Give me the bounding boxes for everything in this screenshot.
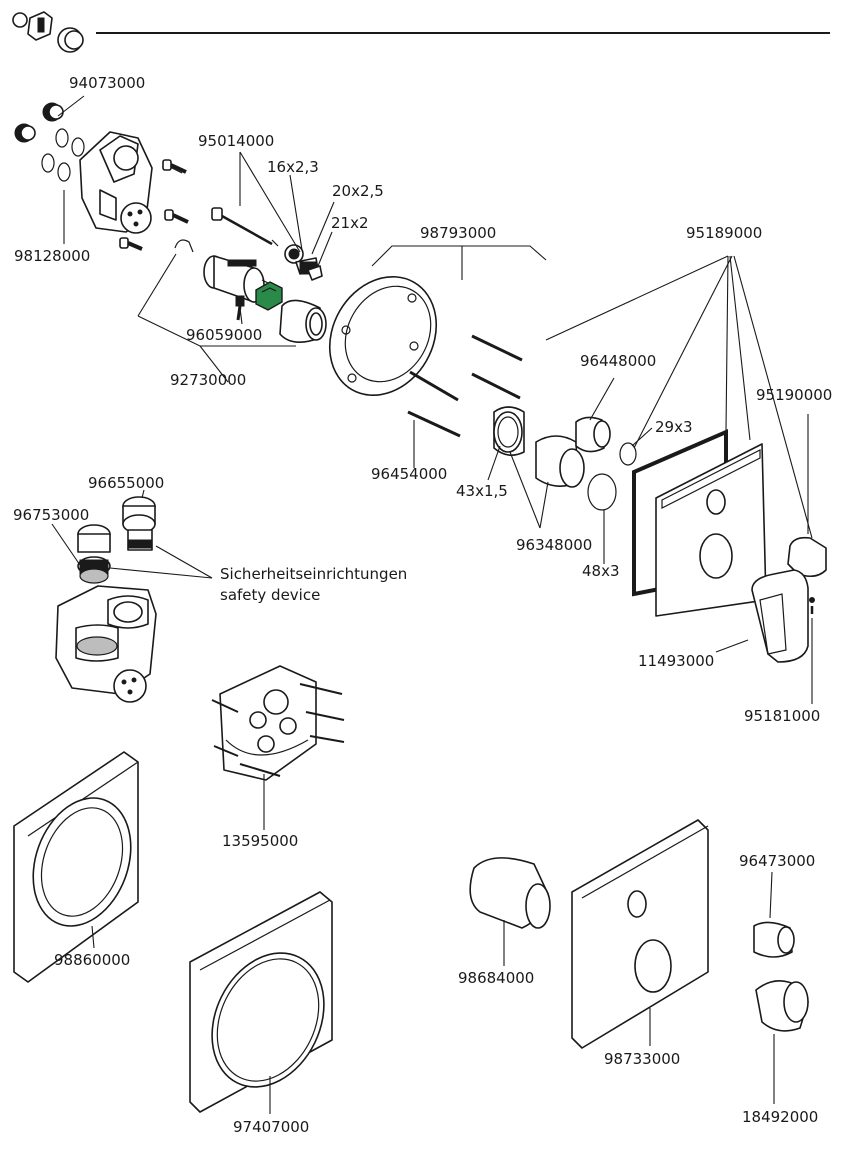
label-95181000: 95181000 (744, 707, 821, 725)
label-96448000: 96448000 (580, 352, 657, 370)
screw-icon (119, 159, 194, 253)
cover-plate-icon (632, 428, 767, 617)
label-98128000: 98128000 (14, 247, 91, 265)
label-98860000: 98860000 (54, 951, 131, 969)
label-97407000: 97407000 (233, 1118, 310, 1136)
label-92730000: 92730000 (170, 371, 247, 389)
label-96454000: 96454000 (371, 465, 448, 483)
handle-icon (751, 536, 827, 663)
label-96753000: 96753000 (13, 506, 90, 524)
cartridge-icon (203, 255, 283, 321)
label-95189000: 95189000 (686, 224, 763, 242)
label-18492000: 18492000 (742, 1108, 819, 1126)
exploded-parts-icon (12, 11, 84, 53)
valve-body-icon (14, 102, 153, 234)
label-dim-16x2-3: 16x2,3 (267, 158, 319, 176)
label-dim-48x3: 48x3 (582, 562, 620, 580)
label-safety-de: Sicherheitseinrichtungen (220, 565, 408, 583)
label-dim-43x1-5: 43x1,5 (456, 482, 508, 500)
label-safety-en: safety device (220, 586, 321, 604)
label-11493000: 11493000 (638, 652, 715, 670)
label-95190000: 95190000 (756, 386, 833, 404)
label-98684000: 98684000 (458, 969, 535, 987)
label-96059000: 96059000 (186, 326, 263, 344)
leader-lines (51, 95, 813, 1114)
label-dim-20x2-5: 20x2,5 (332, 182, 384, 200)
label-96655000: 96655000 (88, 474, 165, 492)
label-94073000: 94073000 (69, 74, 146, 92)
label-dim-29x3: 29x3 (655, 418, 693, 436)
label-98793000: 98793000 (420, 224, 497, 242)
label-dim-21x2: 21x2 (331, 214, 369, 232)
label-96473000: 96473000 (739, 852, 816, 870)
label-98733000: 98733000 (604, 1050, 681, 1068)
label-95014000: 95014000 (198, 132, 275, 150)
label-13595000: 13595000 (222, 832, 299, 850)
round-plate-icon (328, 275, 438, 397)
label-96348000: 96348000 (516, 536, 593, 554)
